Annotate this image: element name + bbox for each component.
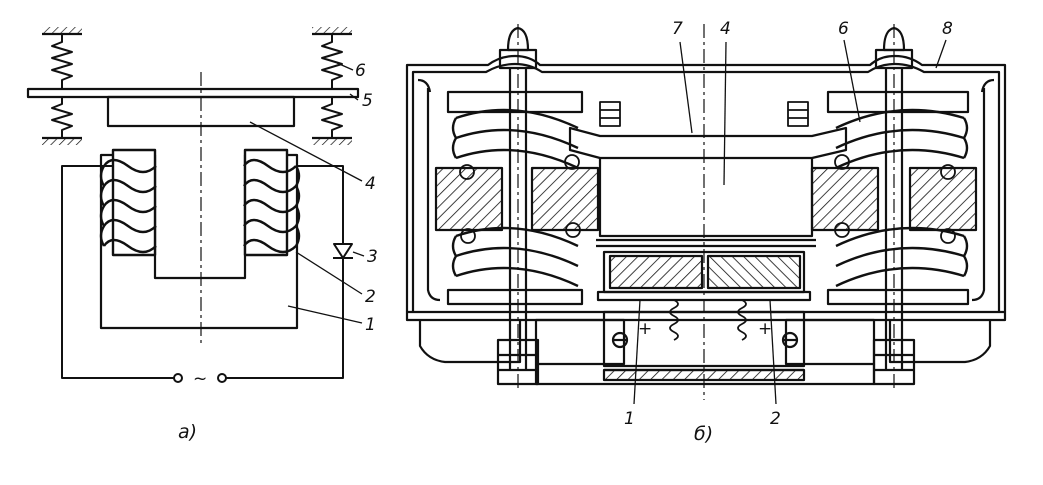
vibrator-body bbox=[598, 158, 814, 238]
ground-anchors bbox=[42, 27, 352, 145]
callout-a-1: 1 bbox=[365, 315, 376, 335]
caption-a: а) bbox=[178, 421, 197, 443]
callout-b-8: 8 bbox=[942, 19, 953, 39]
section-diagram-b bbox=[405, 24, 1007, 405]
vibrating-plate bbox=[26, 87, 360, 99]
callouts-b: 7 4 6 8 1 2 б) bbox=[624, 19, 953, 445]
callout-b-1: 1 bbox=[624, 409, 635, 429]
contact-springs bbox=[669, 299, 747, 341]
callout-a-4: 4 bbox=[365, 174, 376, 194]
spring-cap-top-left bbox=[446, 90, 584, 114]
leader-lines-b bbox=[633, 39, 947, 405]
traverse-bar bbox=[568, 126, 848, 160]
callout-b-2: 2 bbox=[770, 409, 781, 429]
callout-b-4: 4 bbox=[720, 19, 731, 39]
traverse-bolts bbox=[599, 101, 809, 127]
electromagnet-block bbox=[596, 250, 812, 302]
coil-winding-right bbox=[243, 148, 301, 257]
caption-b: б) bbox=[694, 423, 713, 445]
centerlines-b bbox=[517, 24, 895, 400]
pivot-points bbox=[459, 154, 956, 244]
coil-winding-left bbox=[99, 148, 157, 257]
supply-circuit bbox=[61, 165, 353, 383]
callout-a-5: 5 bbox=[362, 91, 373, 111]
spring-coils-left bbox=[451, 108, 579, 288]
spring-cap-top-right bbox=[826, 90, 970, 114]
spring-coils-right bbox=[835, 108, 969, 288]
base-frame bbox=[405, 310, 1007, 386]
callouts-a: 6 5 4 3 2 1 ~ а) bbox=[178, 61, 378, 443]
callout-a-2: 2 bbox=[365, 287, 376, 307]
housing-cover bbox=[405, 54, 1007, 312]
schematic-diagram-a bbox=[26, 27, 365, 383]
spring-cap-bottom-right bbox=[826, 288, 970, 306]
polarity-plus-left: + bbox=[638, 319, 652, 339]
leader-lines bbox=[249, 62, 365, 324]
callout-b-6: 6 bbox=[838, 19, 849, 39]
callout-b-7: 7 bbox=[672, 19, 683, 39]
callout-a-3: 3 bbox=[367, 247, 378, 267]
counterweights bbox=[434, 166, 978, 232]
spring-cap-bottom-left bbox=[446, 288, 584, 306]
polarity-marks: + + bbox=[638, 319, 772, 339]
ac-supply-symbol: ~ bbox=[193, 369, 207, 389]
diode-symbol bbox=[333, 243, 353, 259]
suspension-springs bbox=[51, 34, 343, 138]
callout-a-6: 6 bbox=[355, 61, 366, 81]
polarity-plus-right: + bbox=[758, 319, 772, 339]
